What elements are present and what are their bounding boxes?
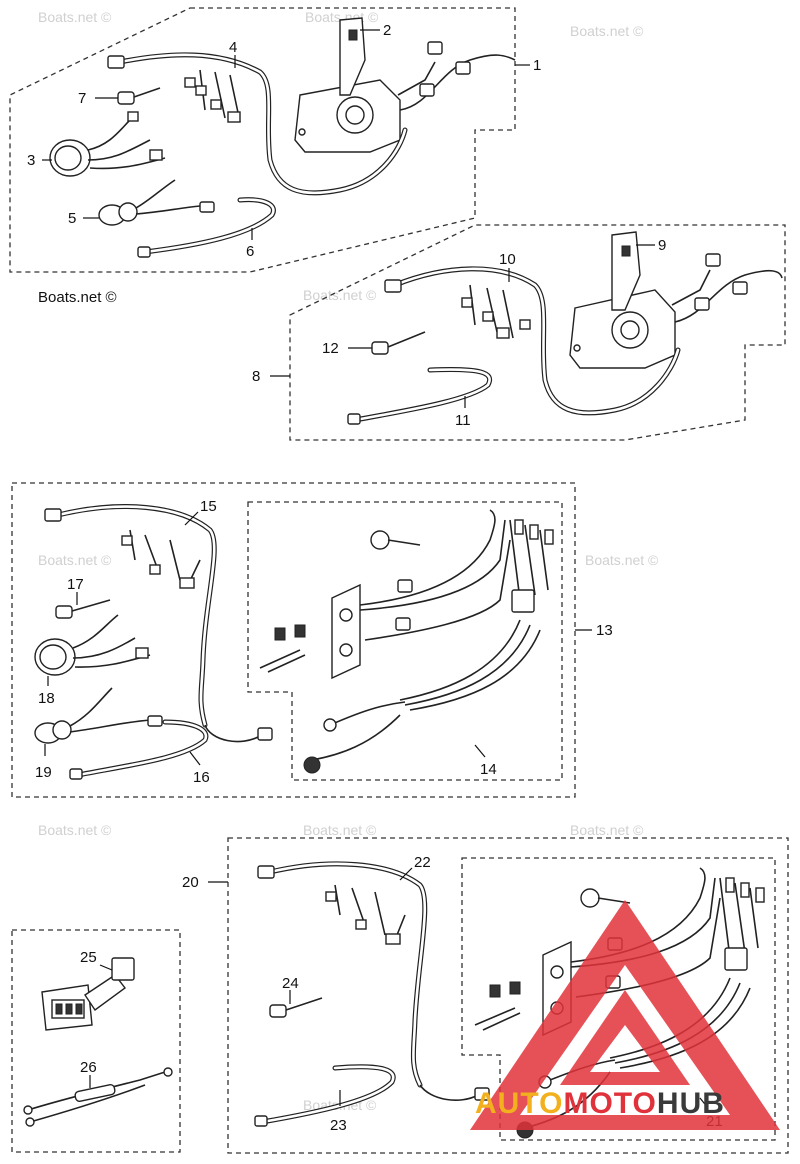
tachometer-gauge [49,111,166,177]
callout-14: 14 [480,761,497,778]
callout-8: 8 [252,368,260,385]
callout-15: 15 [200,498,217,515]
logo-inner-triangle [560,990,690,1085]
ignition-harness [259,509,554,774]
callout-5: 5 [68,210,76,227]
jumper-lead [23,1067,173,1127]
callout-11: 11 [455,412,471,429]
callout-6: 6 [246,243,254,260]
watermark: Boats.net © [585,552,659,568]
group-8-remote-control-kit: 9 10 12 8 11 [252,224,786,441]
group-boundary [11,482,576,798]
group-13-harness-kit: 15 17 18 19 16 14 13 [11,482,613,798]
fuse-connector [371,341,389,355]
wiring-plug [41,957,135,1031]
logo-word-moto: MOTO [563,1087,656,1120]
copyright-credit: Boats.net © [38,289,117,306]
callout-4: 4 [229,39,237,56]
watermark: Boats.net © [38,822,112,838]
subgroup-boundary [247,501,563,781]
callout-1: 1 [533,57,541,74]
watermark: Boats.net © [303,822,377,838]
trim-switch [34,687,163,744]
callout-3: 3 [27,152,35,169]
callout-9: 9 [658,237,666,254]
group-25-accessory-kit: 25 26 [11,929,181,1153]
callout-20: 20 [182,874,199,891]
watermark: Boats.net © [38,552,112,568]
fuse-connector [117,91,135,105]
callout-19: 19 [35,764,52,781]
callout-10: 10 [499,251,516,268]
callout-22: 22 [414,854,431,871]
logo-wordmark: AUTOMOTOHUB [475,1087,725,1120]
callout-17: 17 [67,576,84,593]
subgroup-boundary [461,857,776,1141]
callout-13: 13 [596,622,613,639]
trim-switch [98,179,215,226]
tachometer-gauge [34,614,151,676]
callout-25: 25 [80,949,97,966]
automotohub-logo: AUTOMOTOHUB [470,900,780,1130]
callout-26: 26 [80,1059,97,1076]
group-boundary [227,837,789,1154]
remote-control-box [294,17,401,153]
fuse-connector [269,1004,287,1018]
callout-18: 18 [38,690,55,707]
watermark: Boats.net © [38,9,112,25]
callout-16: 16 [193,769,210,786]
watermark: Boats.net © [303,287,377,303]
callout-12: 12 [322,340,339,357]
watermark-layer: Boats.net © Boats.net © Boats.net © Boat… [38,9,659,1113]
callout-23: 23 [330,1117,347,1134]
fuse-connector [55,605,73,619]
callout-24: 24 [282,975,299,992]
group-1-remote-control-kit: 2 1 4 7 3 5 6 Boats.net © [9,7,541,306]
watermark: Boats.net © [570,23,644,39]
callout-2: 2 [383,22,391,39]
group-boundary [9,7,516,273]
group-boundary [289,224,786,441]
watermark: Boats.net © [570,822,644,838]
logo-triangle [470,900,780,1130]
remote-control-box [569,231,676,369]
group-boundary [11,929,181,1153]
logo-word-auto: AUTO [475,1087,563,1120]
callout-7: 7 [78,90,86,107]
logo-word-hub: HUB [657,1087,725,1120]
